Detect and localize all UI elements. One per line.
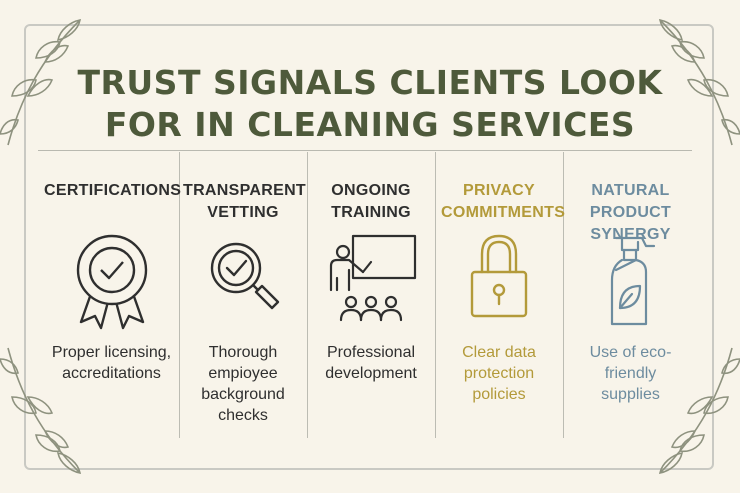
column-divider xyxy=(563,152,564,438)
column-divider xyxy=(435,152,436,438)
column-divider xyxy=(307,152,308,438)
column-heading: TRANSPARENT VETTING xyxy=(183,182,307,221)
title-line-2: FOR IN CLEANING SERVICES xyxy=(104,105,636,144)
column-heading: CERTIFICATIONS xyxy=(44,182,182,199)
column-description: Use of eco-friendly supplies xyxy=(589,344,672,403)
column-natural-product-synergy: NATURAL PRODUCT SYNERGY Use of eco-frien… xyxy=(563,152,698,438)
column-divider xyxy=(179,152,180,438)
column-description: Professional development xyxy=(325,344,417,382)
magnifier-check-icon xyxy=(179,232,307,332)
column-transparent-vetting: TRANSPARENT VETTING Thorough empioyee ba… xyxy=(179,152,307,438)
bottom-right-vine-icon xyxy=(658,347,740,475)
page-title: TRUST SIGNALS CLIENTS LOOK FOR IN CLEANI… xyxy=(0,62,740,146)
decorative-frame xyxy=(24,24,714,470)
presentation-icon xyxy=(307,232,435,332)
bottom-left-vine-icon xyxy=(0,347,82,475)
column-heading: ONGOING TRAINING xyxy=(331,182,411,221)
top-right-vine-icon xyxy=(658,18,740,146)
award-ribbon-icon xyxy=(44,232,179,332)
column-ongoing-training: ONGOING TRAINING Professional developmen… xyxy=(307,152,435,438)
column-description: Clear data protection policies xyxy=(462,344,536,403)
column-description: Thorough empioyee background checks xyxy=(201,344,285,424)
padlock-icon xyxy=(435,232,563,332)
column-description: Proper licensing, accreditations xyxy=(51,344,172,382)
title-line-1: TRUST SIGNALS CLIENTS LOOK xyxy=(77,63,663,102)
spray-bottle-leaf-icon xyxy=(563,232,698,332)
column-heading: PRIVACY COMMITMENTS xyxy=(441,182,566,221)
column-heading: NATURAL PRODUCT SYNERGY xyxy=(589,182,672,243)
column-certifications: CERTIFICATIONS Proper licensing, accredi… xyxy=(44,152,182,438)
top-left-vine-icon xyxy=(0,18,82,146)
header-divider xyxy=(38,150,692,151)
column-privacy-commitments: PRIVACY COMMITMENTS Clear data protectio… xyxy=(435,152,566,438)
